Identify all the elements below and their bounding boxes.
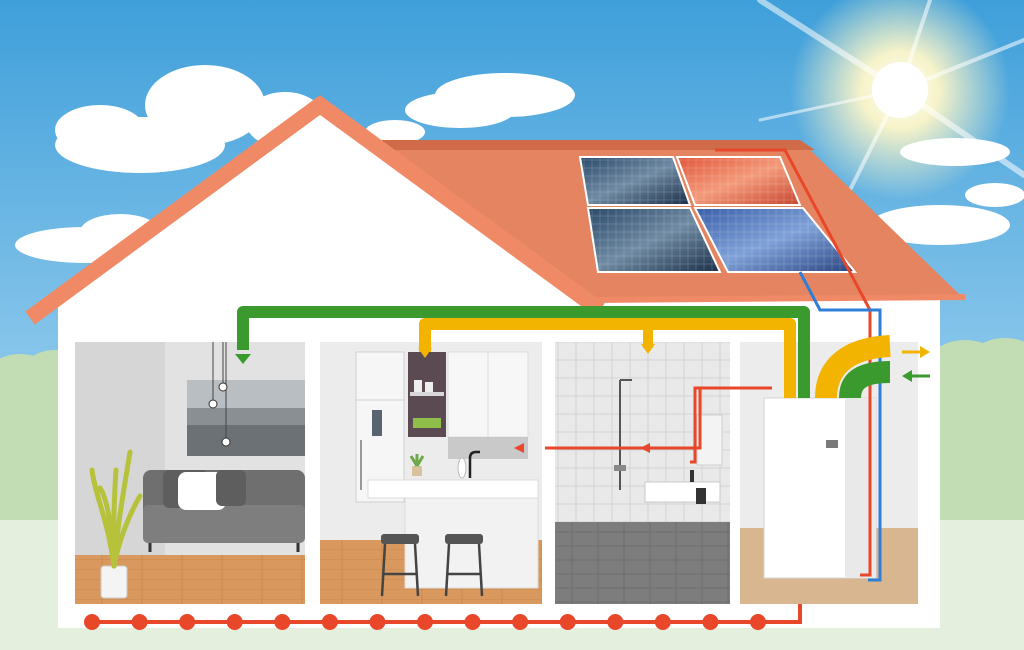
floor-heating-node bbox=[559, 614, 576, 630]
plant-icon bbox=[409, 454, 425, 476]
floor-heating-node bbox=[131, 614, 148, 630]
solar-cold-line bbox=[798, 271, 882, 582]
bathroom bbox=[555, 342, 730, 604]
heat-pump-unit-icon bbox=[763, 397, 877, 579]
cloud-center bbox=[365, 73, 575, 144]
floor-heating-node bbox=[417, 614, 433, 630]
floor-heating-node bbox=[179, 614, 196, 630]
floor-heating-node bbox=[750, 614, 766, 630]
living-room bbox=[75, 342, 305, 604]
underfloor-heating-pipe-icon bbox=[84, 604, 802, 630]
sofa-icon bbox=[143, 470, 305, 552]
supply-air-duct bbox=[237, 306, 810, 398]
air-duct-icon bbox=[237, 306, 891, 399]
duct-arrows bbox=[235, 344, 930, 382]
pendant-lamp-icon bbox=[208, 342, 231, 447]
floor-heating-node bbox=[369, 614, 386, 630]
floor-heating-node bbox=[654, 614, 671, 630]
floor-heating-node bbox=[84, 614, 100, 630]
floor-heating-node bbox=[274, 614, 291, 630]
hot-water-lines bbox=[545, 386, 772, 464]
extract-air-duct bbox=[419, 318, 796, 398]
bar-stool-icon bbox=[380, 534, 484, 597]
floor-heating-node bbox=[321, 614, 338, 630]
roof-edge bbox=[25, 95, 605, 325]
floor-heating-node bbox=[226, 614, 243, 630]
cloud-left bbox=[55, 65, 325, 173]
floor-heating-node bbox=[464, 614, 481, 630]
floor-heating-node bbox=[702, 614, 719, 630]
kitchen-island bbox=[367, 479, 539, 499]
fridge-icon bbox=[355, 351, 405, 503]
solar-panel-icon bbox=[578, 156, 858, 273]
solar-circuit bbox=[715, 148, 882, 582]
kitchen bbox=[320, 342, 542, 604]
hot-water-arrows bbox=[514, 443, 650, 453]
floor-heating-node bbox=[512, 614, 529, 630]
cloud-right bbox=[870, 138, 1024, 245]
sink-icon bbox=[644, 470, 721, 504]
floor-heating-node bbox=[607, 614, 624, 630]
shower-icon bbox=[614, 379, 632, 490]
plant-icon bbox=[89, 449, 143, 599]
fresh-air-pipe bbox=[839, 361, 891, 399]
exhaust-air-pipe bbox=[815, 335, 891, 399]
